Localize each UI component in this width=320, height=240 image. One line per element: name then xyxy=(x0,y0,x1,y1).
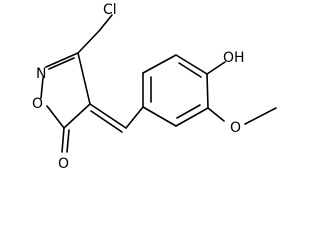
bond-ar-ome xyxy=(207,107,225,122)
bond-c4-ch-double-second xyxy=(90,110,123,133)
bond-ar-inner-3 xyxy=(176,104,201,119)
bond-c4-c3 xyxy=(77,52,91,105)
atom-label-ring-o: O xyxy=(32,96,43,112)
bond-c4-ch-double xyxy=(89,103,127,129)
bond-c5-carbonyl-o-second xyxy=(66,129,70,153)
bond-n-o xyxy=(40,77,44,99)
atom-label-cl: Cl xyxy=(103,2,117,18)
bond-o-c5 xyxy=(46,105,65,129)
bond-ar-c5-c6 xyxy=(175,107,209,127)
bond-ch2-c3 xyxy=(77,30,100,54)
bond-c3-n-double xyxy=(45,52,79,68)
bond-ch-aryl xyxy=(125,106,144,129)
bond-c5-c4 xyxy=(63,103,91,129)
bond-ar-oh xyxy=(206,61,226,75)
bond-ar-c6-c1 xyxy=(142,106,177,127)
atom-label-n: N xyxy=(36,66,46,82)
bond-o-methyl xyxy=(244,107,277,125)
bond-ar-c4-c5 xyxy=(206,73,209,109)
structure-diagram: Cl N O O OH O xyxy=(32,2,277,172)
atom-label-methoxy-o: O xyxy=(230,120,241,136)
atom-label-carbonyl-o: O xyxy=(58,156,69,172)
molecule-svg: Cl N O O OH O xyxy=(32,2,277,172)
bond-cl-ch2 xyxy=(98,14,113,32)
bond-c5-carbonyl-o xyxy=(61,127,65,153)
atom-label-oh: OH xyxy=(223,50,245,66)
bond-c3-n-double-inner xyxy=(48,57,75,70)
bond-ar-c3-c4 xyxy=(175,54,208,75)
bond-ar-inner-2 xyxy=(178,62,202,78)
bond-ar-c2-c3 xyxy=(142,54,177,74)
